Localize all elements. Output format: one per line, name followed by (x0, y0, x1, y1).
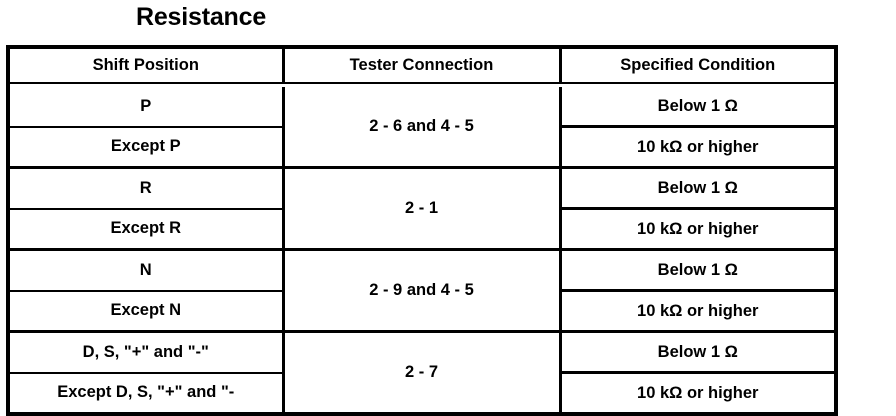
table-row: P 2 - 6 and 4 - 5 Below 1 Ω (8, 87, 836, 169)
cell-shift-position: N (8, 249, 285, 292)
column-header-tester-connection: Tester Connection (283, 47, 562, 84)
cell-tester-connection: 2 - 1 (283, 167, 562, 251)
cell-tester-connection: 2 - 7 (283, 331, 562, 414)
cell-shift-position: P (8, 87, 285, 128)
cell-specified-condition: 10 kΩ or higher (560, 290, 836, 333)
table-row: Except P 10 kΩ or higher (8, 126, 836, 169)
cell-specified-condition: Below 1 Ω (560, 167, 836, 210)
cell-specified-condition: 10 kΩ or higher (560, 126, 836, 169)
table-row: D, S, "+" and "-" 2 - 7 Below 1 Ω (8, 331, 836, 414)
header-rule-cell-3 (560, 82, 836, 87)
resistance-spec-page: Resistance Shift Position Tester Connect… (6, 3, 838, 416)
cell-shift-position: D, S, "+" and "-" (8, 331, 285, 374)
cell-specified-condition: Below 1 Ω (560, 249, 836, 292)
resistance-table-container: Shift Position Tester Connection Specifi… (6, 45, 838, 416)
resistance-table: Shift Position Tester Connection Specifi… (6, 45, 838, 416)
cell-shift-position: R (8, 167, 285, 210)
table-row: R 2 - 1 Below 1 Ω (8, 167, 836, 251)
cell-shift-position: Except P (8, 126, 285, 169)
cell-specified-condition: Below 1 Ω (560, 331, 836, 374)
cell-specified-condition: 10 kΩ or higher (560, 372, 836, 414)
header-rule-cell-2 (283, 82, 560, 87)
cell-shift-position: Except N (8, 290, 285, 333)
cell-shift-position: Except R (8, 208, 285, 251)
cell-specified-condition: 10 kΩ or higher (560, 208, 836, 251)
header-row: Shift Position Tester Connection Specifi… (8, 47, 836, 84)
table-body: P 2 - 6 and 4 - 5 Below 1 Ω Except P 10 … (8, 87, 836, 414)
table-row: Except N 10 kΩ or higher (8, 290, 836, 333)
header-rule-cell-1 (8, 82, 283, 87)
column-header-specified-condition: Specified Condition (560, 47, 836, 84)
cell-tester-connection: 2 - 9 and 4 - 5 (283, 249, 562, 333)
cell-tester-connection: 2 - 6 and 4 - 5 (283, 87, 562, 169)
table-row: Except R 10 kΩ or higher (8, 208, 836, 251)
table-row: N 2 - 9 and 4 - 5 Below 1 Ω (8, 249, 836, 333)
table-header: Shift Position Tester Connection Specifi… (8, 47, 836, 87)
page-title: Resistance (136, 3, 267, 31)
cell-specified-condition: Below 1 Ω (560, 87, 836, 128)
header-double-rule (8, 82, 836, 87)
column-header-shift-position: Shift Position (8, 47, 285, 84)
cell-shift-position: Except D, S, "+" and "- (8, 372, 285, 414)
